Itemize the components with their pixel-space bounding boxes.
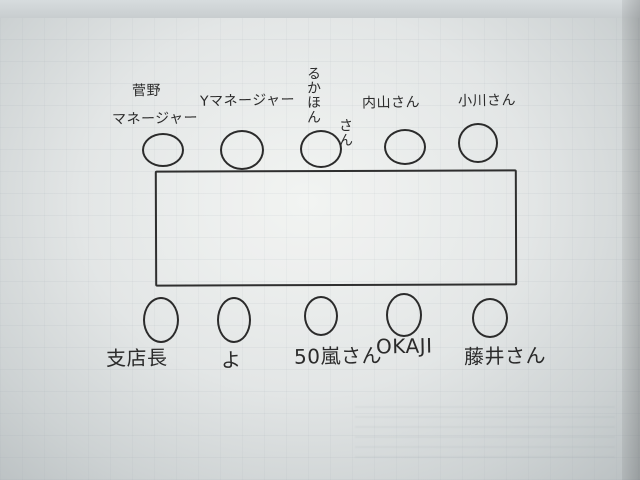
meeting-table	[154, 169, 518, 287]
seat-bottom-1	[143, 297, 179, 343]
seat-top-3	[300, 130, 342, 168]
seat-label-bottom-3: 50嵐さん	[293, 343, 383, 369]
paper-right-edge-shadow	[622, 0, 640, 480]
seat-label-top-5: 小川さん	[457, 92, 517, 110]
seat-label-top-1-line2: マネージャー	[111, 110, 199, 128]
seat-bottom-4	[386, 293, 422, 337]
seat-label-top-2: Yマネージャー	[199, 92, 296, 110]
seat-bottom-2	[217, 297, 251, 343]
seat-bottom-5	[472, 298, 508, 338]
seat-label-top-3-vertical-left: るかほん	[305, 66, 321, 124]
seat-label-bottom-2: よ	[220, 347, 242, 373]
seat-top-4	[384, 129, 426, 165]
seat-label-bottom-4: OKAJI	[375, 333, 433, 359]
seat-label-top-3-vertical-right: さん	[337, 118, 353, 147]
seat-label-top-4: 内山さん	[361, 94, 421, 112]
paper-top-edge	[0, 0, 640, 18]
seat-top-2	[220, 130, 264, 170]
seat-label-top-1-line1: 菅野	[131, 82, 162, 100]
seat-bottom-3	[304, 296, 338, 336]
seat-label-bottom-5: 藤井さん	[463, 343, 547, 369]
faint-print-through	[355, 398, 615, 458]
seat-label-bottom-1: 支店長	[105, 345, 168, 371]
seat-top-1	[142, 133, 184, 167]
seat-top-5	[458, 123, 498, 163]
